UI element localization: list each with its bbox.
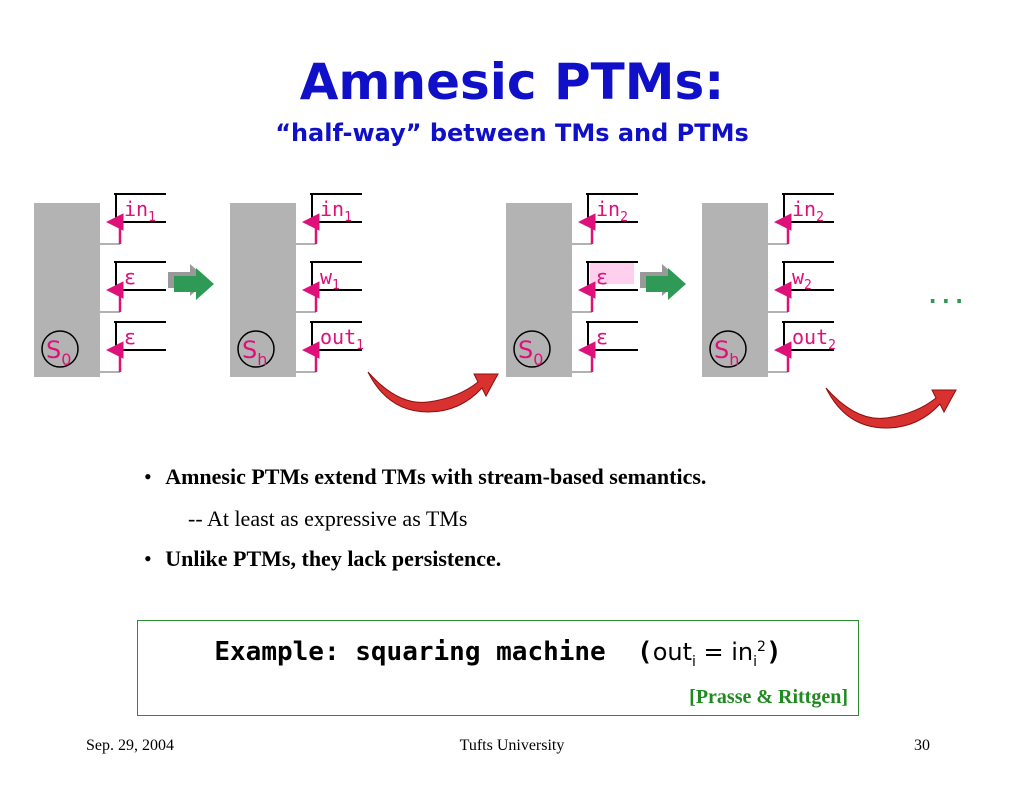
step-arrow-icon xyxy=(640,264,686,300)
tape-label-base: ε xyxy=(596,325,608,349)
state-circle xyxy=(513,330,551,368)
machine-body xyxy=(34,203,100,377)
reset-arrow-icon xyxy=(367,371,499,413)
bullet-2: • Unlike PTMs, they lack persistence. xyxy=(144,545,501,573)
ellipsis: ... xyxy=(926,284,966,309)
tape-label-base: w xyxy=(792,265,805,289)
formula-in-sub: i xyxy=(753,653,758,670)
tape-label-base: ε xyxy=(596,265,608,289)
tape-label: ε xyxy=(596,265,608,289)
reset-arrow-icon xyxy=(825,387,957,429)
sub-bullet-1: -- At least as expressive as TMs xyxy=(188,506,468,531)
tape-label: out1 xyxy=(320,325,364,353)
tape-label-sub: 2 xyxy=(828,338,836,353)
tape-label: in1 xyxy=(320,197,352,225)
machine-body xyxy=(506,203,572,377)
formula-in-sup: 2 xyxy=(757,639,766,655)
machine-body xyxy=(702,203,768,377)
state-label-sub: 0 xyxy=(61,350,71,369)
formula-close: ) xyxy=(765,637,782,667)
slide-subtitle: “half-way” between TMs and PTMs xyxy=(275,119,749,147)
tape-label-base: in xyxy=(792,197,816,221)
state-label-base: S xyxy=(518,336,533,364)
example-line: Example: squaring machine (outi = ini2) xyxy=(137,630,859,679)
tape-label: ε xyxy=(124,325,136,349)
formula: outi = ini2 xyxy=(652,638,766,670)
tape-label-sub: 2 xyxy=(620,210,628,225)
bullet-2-text: Unlike PTMs, they lack persistence. xyxy=(165,546,502,571)
formula-out: out xyxy=(652,638,692,666)
state-label-base: S xyxy=(46,336,61,364)
bullet-dot: • xyxy=(144,546,152,571)
tape-label: in2 xyxy=(596,197,628,225)
tape-label-sub: 2 xyxy=(816,210,824,225)
state-label: Sh xyxy=(714,336,739,369)
bullet-1: • Amnesic PTMs extend TMs with stream-ba… xyxy=(144,463,706,491)
tape-label: in1 xyxy=(124,197,156,225)
tape-label-sub: 1 xyxy=(148,210,156,225)
state-label: Sh xyxy=(242,336,267,369)
example-label: Example: squaring machine xyxy=(214,637,606,667)
machine-body xyxy=(230,203,296,377)
tape-label-base: in xyxy=(596,197,620,221)
formula-eq: = xyxy=(695,638,732,666)
formula-in: in xyxy=(731,638,754,666)
tape-label-sub: 1 xyxy=(344,210,352,225)
step-arrow-icon xyxy=(168,264,214,300)
tape-label: in2 xyxy=(792,197,824,225)
citation: [Prasse & Rittgen] xyxy=(689,686,848,708)
amnesic-ptm-diagram: in1εεS0in1w1out1Shin2εεS0in2w2out2Sh ... xyxy=(34,193,966,429)
bullet-dot: • xyxy=(144,464,152,489)
state-label-sub: 0 xyxy=(533,350,543,369)
state-circle xyxy=(237,330,275,368)
tape-label-sub: 2 xyxy=(804,278,812,293)
tape-label-sub: 1 xyxy=(332,278,340,293)
tape-label-base: w xyxy=(320,265,333,289)
tape-label-base: out xyxy=(792,325,828,349)
tape-label: out2 xyxy=(792,325,836,353)
tape-highlight xyxy=(590,262,634,284)
state-label: S0 xyxy=(518,336,543,369)
tape-label: ε xyxy=(596,325,608,349)
state-label: S0 xyxy=(46,336,71,369)
state-label-base: S xyxy=(242,336,257,364)
state-label-base: S xyxy=(714,336,729,364)
tape-label-sub: 1 xyxy=(356,338,364,353)
tape-label: w1 xyxy=(320,265,340,293)
tape-label: ε xyxy=(124,265,136,289)
state-label-sub: h xyxy=(729,350,739,369)
state-label-sub: h xyxy=(257,350,267,369)
formula-out-sub: i xyxy=(692,653,696,670)
state-circle xyxy=(709,330,747,368)
state-circle xyxy=(41,330,79,368)
tape-label-base: ε xyxy=(124,265,136,289)
tape-label-base: out xyxy=(320,325,356,349)
footer-center: Tufts University xyxy=(459,737,565,754)
example-box xyxy=(137,620,859,716)
tape-label: w2 xyxy=(792,265,812,293)
footer-date: Sep. 29, 2004 xyxy=(86,737,174,754)
tape-label-base: ε xyxy=(124,325,136,349)
tape-label-base: in xyxy=(320,197,344,221)
bullet-1-text: Amnesic PTMs extend TMs with stream-base… xyxy=(165,464,707,489)
slide-title: Amnesic PTMs: xyxy=(299,53,725,111)
footer-page: 30 xyxy=(914,737,930,754)
formula-open: ( xyxy=(637,637,653,667)
tape-label-base: in xyxy=(124,197,148,221)
